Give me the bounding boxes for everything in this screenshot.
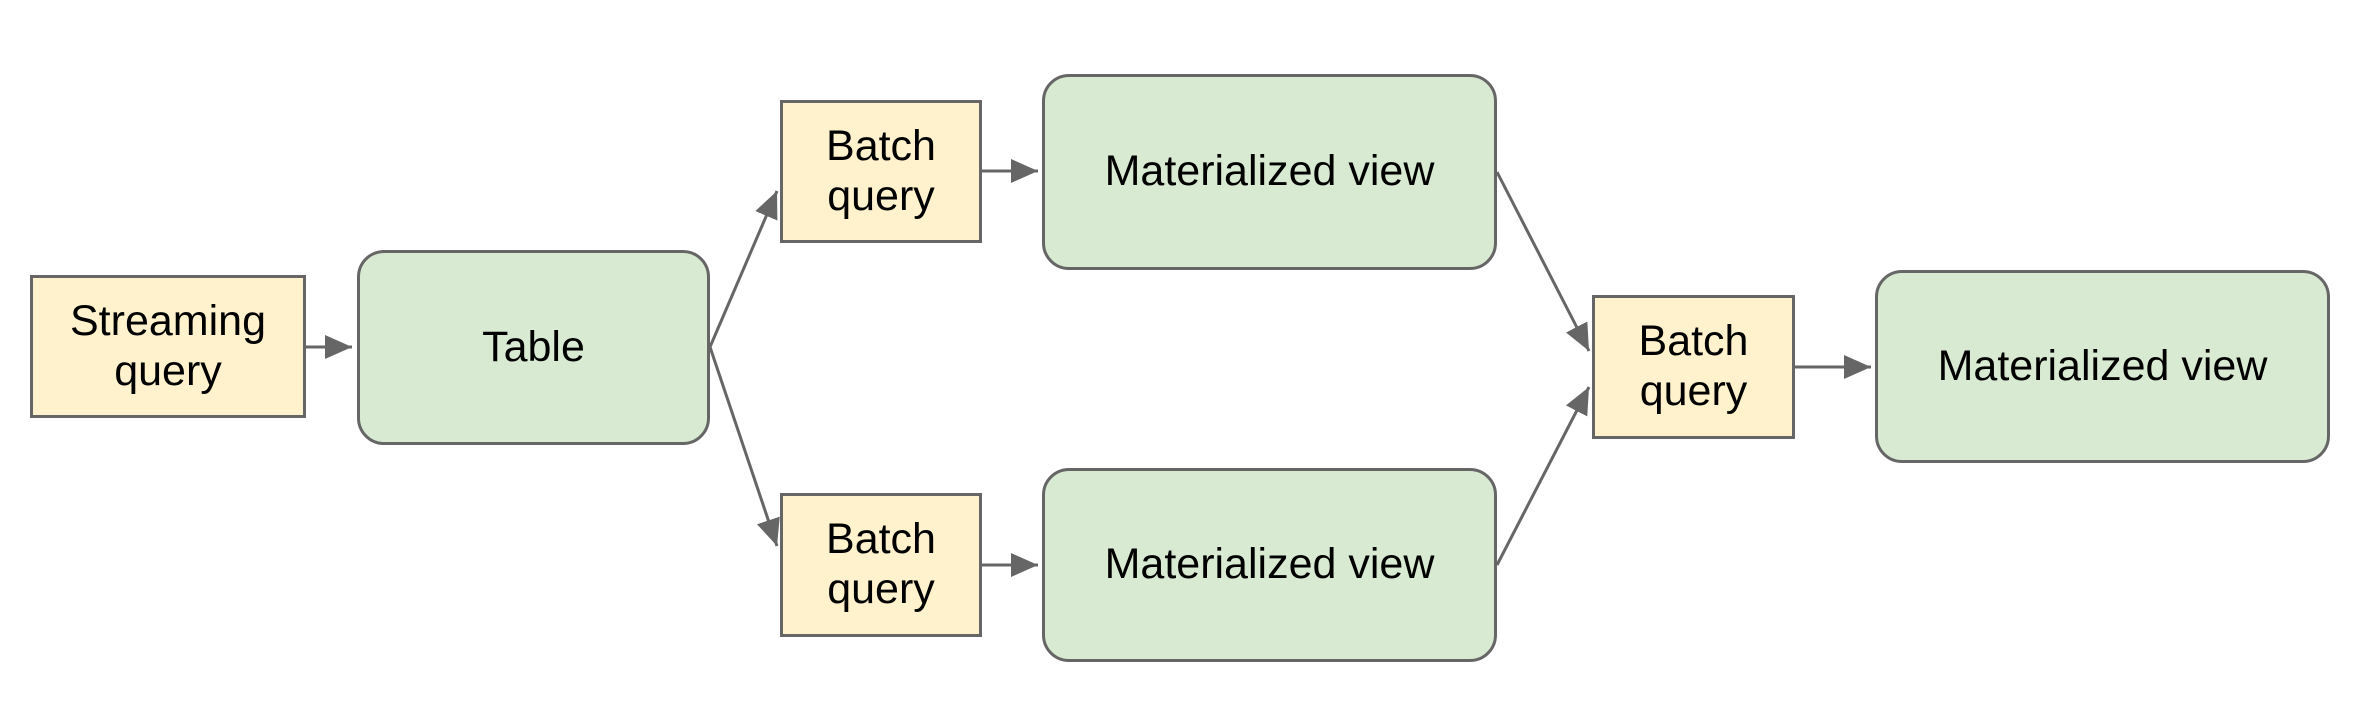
node-materialized-view-top: Materialized view	[1042, 74, 1497, 270]
node-label-batch-query-bottom: Batch query	[826, 515, 936, 613]
node-label-streaming-query: Streaming query	[70, 296, 266, 395]
node-batch-query-top: Batch query	[780, 100, 982, 243]
node-label-batch-query-right: Batch query	[1638, 317, 1749, 415]
node-label-materialized-view-final: Materialized view	[1937, 341, 2268, 390]
node-table: Table	[357, 250, 710, 445]
edge-table-to-batch-query-bottom	[708, 346, 780, 547]
node-label-table: Table	[482, 322, 585, 371]
edge-table-to-batch-query-top	[708, 190, 779, 348]
node-label-materialized-view-bottom: Materialized view	[1104, 540, 1435, 589]
node-materialized-view-bottom: Materialized view	[1042, 468, 1497, 662]
node-streaming-query: Streaming query	[30, 275, 306, 418]
node-label-batch-query-top: Batch query	[826, 121, 936, 220]
node-label-materialized-view-top: Materialized view	[1104, 147, 1435, 196]
node-batch-query-bottom: Batch query	[780, 493, 982, 637]
edge-materialized-view-bottom-to-batch-query-right	[1495, 386, 1591, 566]
node-materialized-view-final: Materialized view	[1875, 270, 2330, 463]
edge-materialized-view-top-to-batch-query-right	[1495, 171, 1591, 352]
node-batch-query-right: Batch query	[1592, 295, 1795, 439]
